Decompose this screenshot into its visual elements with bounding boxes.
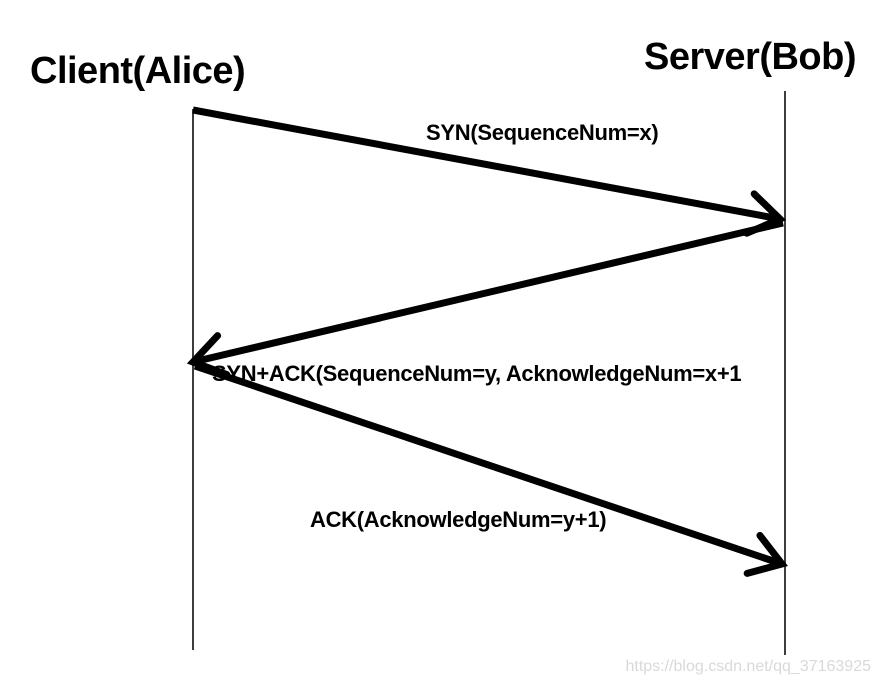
syn-ack-arrow [186,219,784,379]
actor-label-server: Server(Bob) [644,36,857,78]
message-label-syn: SYN(SequenceNum=x) [426,120,659,145]
syn-arrow [192,106,787,237]
message-label-ack: ACK(AcknowledgeNum=y+1) [310,507,607,532]
message-label-syn-ack: SYN+ACK(SequenceNum=y, AcknowledgeNum=x+… [212,361,742,386]
watermark-url: https://blog.csdn.net/qq_37163925 [625,658,871,675]
ack-arrow [193,362,788,577]
actor-label-client: Client(Alice) [30,50,246,92]
